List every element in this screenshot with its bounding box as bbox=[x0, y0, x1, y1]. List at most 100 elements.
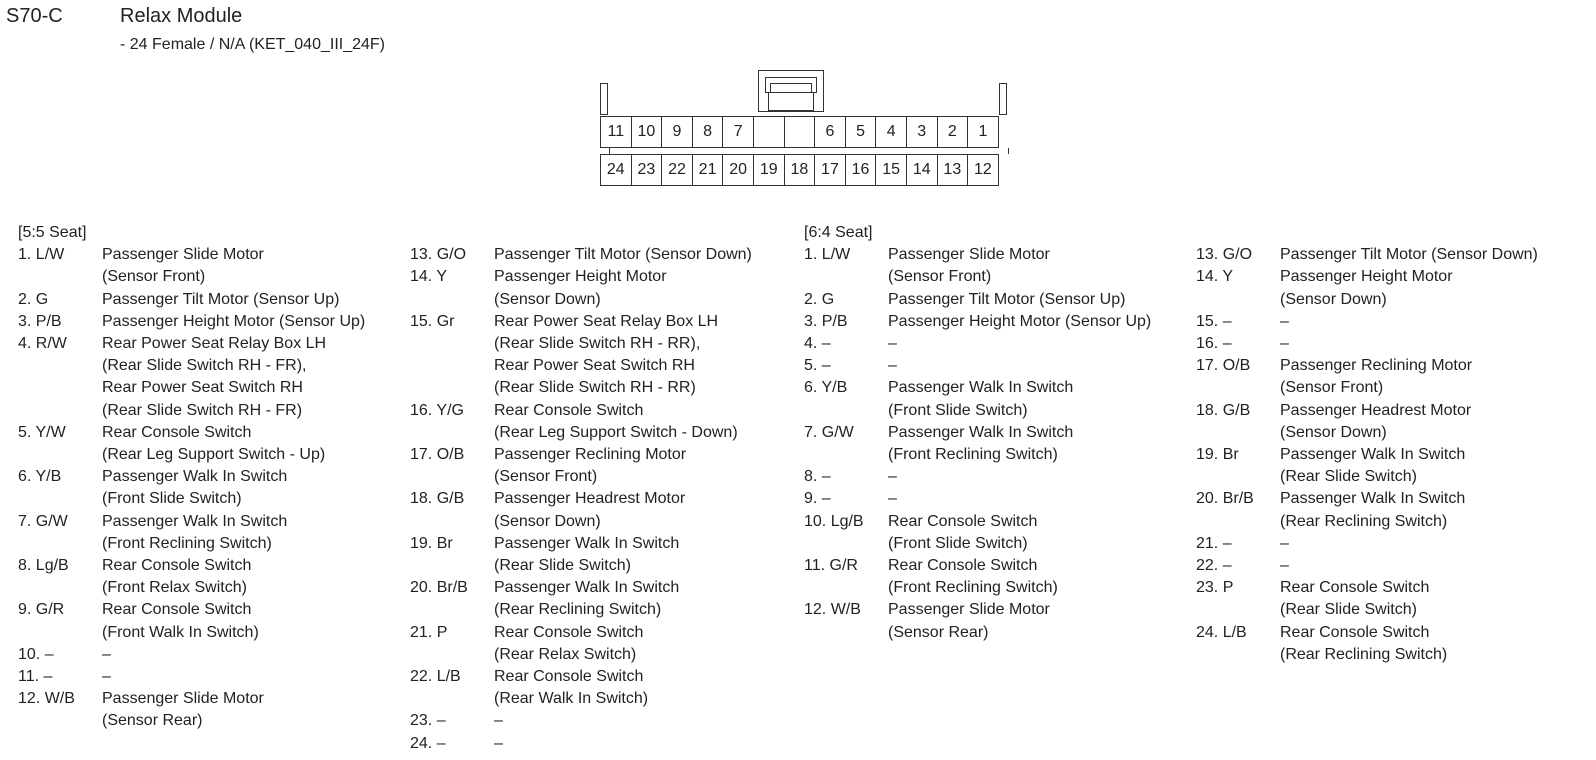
pin-number-wire: 12. W/B bbox=[804, 601, 861, 619]
pin-description: Passenger Walk In Switch(Rear Reclining … bbox=[1280, 488, 1465, 532]
pin-13: 13 bbox=[937, 155, 969, 186]
pin-description-line: (Front Slide Switch) bbox=[888, 534, 1028, 552]
pin-number-wire: 13. G/O bbox=[410, 246, 467, 264]
pin-description: Passenger Walk In Switch(Front Reclining… bbox=[102, 511, 287, 555]
pin-description-line: Passenger Reclining Motor bbox=[1280, 357, 1473, 375]
pin-description: Rear Console Switch (Rear Relax Switch) bbox=[494, 622, 643, 666]
pin-description: – bbox=[1280, 311, 1289, 333]
pin-number-wire: 16. – bbox=[1196, 335, 1232, 352]
pin-description-line: (Sensor Front) bbox=[102, 268, 206, 286]
pin-description-line: Passenger Height Motor (Sensor Up) bbox=[888, 312, 1152, 330]
pin-number-wire: 14. Y bbox=[1196, 268, 1234, 286]
pin-number-wire: 19. Br bbox=[410, 534, 453, 552]
pin-9: 9 bbox=[662, 117, 693, 148]
pin-description: Rear Console Switch(Rear Leg Support Swi… bbox=[494, 400, 738, 444]
section-heading: [6:4 Seat] bbox=[804, 224, 873, 241]
pin-number-wire: 9. G/R bbox=[18, 601, 65, 619]
pin-entry: 8. – – bbox=[804, 466, 1151, 488]
pin-description-line: Passenger Tilt Motor (Sensor Up) bbox=[102, 290, 340, 308]
pin-description-line: Rear Console Switch bbox=[494, 401, 644, 419]
pin-description: Passenger Walk In Switch(Rear Slide Swit… bbox=[1280, 444, 1465, 488]
pin-description-line: – bbox=[1280, 335, 1289, 352]
module-title: Relax Module bbox=[120, 5, 243, 27]
pin-number-wire: 24. – bbox=[410, 734, 446, 752]
pin-description-line: (Front Reclining Switch) bbox=[888, 446, 1058, 464]
pin-entry: 23. P Rear Console Switch (Rear Slide Swit… bbox=[1196, 577, 1538, 621]
pin-number-wire: 20. Br/B bbox=[1196, 490, 1254, 508]
pin-description: – bbox=[1280, 555, 1289, 577]
pin-number-wire: 1. L/W bbox=[18, 246, 65, 264]
pin-entry: 20. Br/B Passenger Walk In Switch(Rear Re… bbox=[1196, 488, 1538, 532]
connector-latch-base bbox=[768, 92, 814, 111]
pin-description: Passenger Height Motor(Sensor Down) bbox=[494, 266, 667, 310]
pin-description-line: – bbox=[494, 712, 503, 730]
pin-description-line: Passenger Slide Motor bbox=[888, 246, 1050, 264]
pin-description-line: Rear Console Switch bbox=[494, 623, 644, 641]
pin-number-wire: 10. Lg/B bbox=[804, 512, 864, 530]
pin-description: Passenger Height Motor (Sensor Up) bbox=[102, 311, 365, 333]
pin-number-wire: 22. L/B bbox=[410, 668, 461, 686]
pin-14: 14 bbox=[906, 155, 938, 186]
pin-number-wire: 23. – bbox=[410, 712, 446, 730]
pin-description-line: Rear Console Switch bbox=[1280, 623, 1430, 641]
pin-description-line: Rear Power Seat Relay Box LH bbox=[102, 335, 327, 352]
pin-10: 10 bbox=[631, 117, 663, 148]
pin-description: Rear Console Switch(Front Reclining Swit… bbox=[888, 555, 1058, 599]
pin-description-line: Passenger Walk In Switch bbox=[1280, 490, 1466, 508]
pin-entry: 15. –– bbox=[1196, 311, 1538, 333]
pin-description-line: (Sensor Front) bbox=[494, 468, 598, 486]
pin-entry: 14. Y Passenger Height Motor(Sensor Down) bbox=[410, 266, 752, 310]
pin-description-line: (Rear Slide Switch RH - FR), bbox=[102, 357, 307, 375]
pin-number-wire: 1. L/W bbox=[804, 246, 851, 264]
pin-number-wire: 17. O/B bbox=[1196, 357, 1251, 375]
pin-description: – bbox=[1280, 533, 1289, 555]
pin-description-line: (Sensor Down) bbox=[1280, 423, 1387, 441]
pin-15: 15 bbox=[876, 155, 907, 186]
pin-number-wire: 8. – bbox=[804, 468, 831, 486]
pin-6: 6 bbox=[815, 117, 846, 148]
pin-number-wire: 13. G/O bbox=[1196, 246, 1253, 264]
pin-number-wire: 11. – bbox=[18, 668, 53, 686]
pin-number-wire: 14. Y bbox=[410, 268, 448, 286]
pin-description-line: Rear Console Switch bbox=[1280, 579, 1430, 597]
pin-description: Rear Console Switch(Front Relax Switch) bbox=[102, 555, 251, 599]
pin-description: Rear Console Switch(Front Slide Switch) bbox=[888, 511, 1037, 555]
pin-entry: 9. –– bbox=[804, 488, 1151, 510]
pin-description-line: (Sensor Front) bbox=[1280, 379, 1384, 397]
pin-description: – bbox=[494, 733, 503, 755]
pin-number-wire: 7. G/W bbox=[18, 512, 68, 530]
pin-description: Passenger Headrest Motor(Sensor Down) bbox=[1280, 400, 1471, 444]
pin-description-line: – bbox=[888, 490, 897, 508]
pin-description-line: Passenger Slide Motor bbox=[888, 601, 1050, 619]
pin-number-wire: 23. P bbox=[1196, 579, 1234, 597]
pin-number-wire: 8. Lg/B bbox=[18, 557, 69, 575]
pin-entry: 17. O/B Passenger Reclining Motor (Sensor … bbox=[1196, 355, 1538, 399]
pin-description: Rear Console Switch (Rear Slide Switch) bbox=[1280, 577, 1429, 621]
pin-description-line: Passenger Walk In Switch bbox=[888, 379, 1074, 397]
pin-description-line: (Rear Slide Switch) bbox=[1280, 601, 1417, 619]
pin-18: 18 bbox=[784, 155, 816, 186]
pin-description-line: Rear Console Switch bbox=[102, 423, 252, 441]
pin-number-wire: 5. – bbox=[804, 357, 831, 375]
pin-description: Passenger Tilt Motor (Sensor Down) bbox=[1280, 244, 1538, 266]
pin-description-line: – bbox=[888, 468, 897, 486]
pin-description-line: (Rear Slide Switch) bbox=[494, 557, 631, 575]
pin-number-wire: 4. – bbox=[804, 335, 831, 352]
pin-number-wire: 24. L/B bbox=[1196, 623, 1247, 641]
pin-description: Rear Power Seat Relay Box LH (Rear Slide … bbox=[102, 333, 326, 422]
pin-blank bbox=[784, 117, 816, 148]
pin-description-line: (Rear Relax Switch) bbox=[494, 645, 637, 663]
pin-entry: 16. – – bbox=[1196, 333, 1538, 355]
pin-description-line: Passenger Height Motor bbox=[494, 268, 667, 286]
pin-description-line: – bbox=[102, 668, 111, 686]
pin-description-line: (Sensor Down) bbox=[1280, 290, 1387, 308]
pin-description: Passenger Walk In Switch(Front Reclining… bbox=[888, 422, 1073, 466]
